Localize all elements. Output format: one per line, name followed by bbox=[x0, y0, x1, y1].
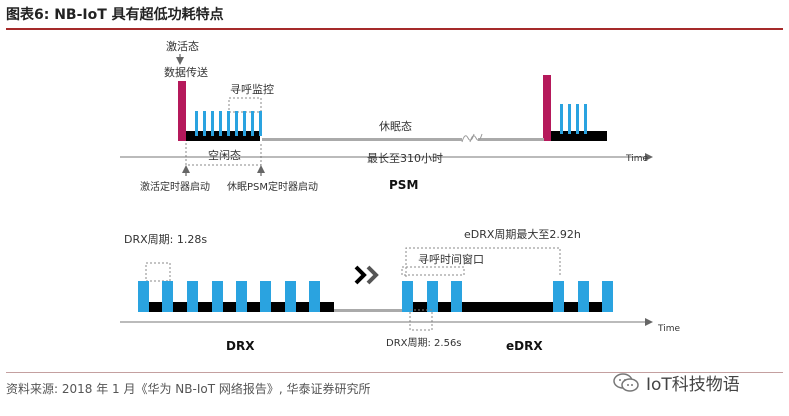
paging-window-box bbox=[401, 266, 465, 276]
drx-cycle-8 bbox=[309, 281, 320, 312]
psm-max-duration-label: 最长至310小时 bbox=[367, 152, 443, 165]
drx-cycle-3 bbox=[187, 281, 198, 312]
psm-pulse-5 bbox=[227, 111, 230, 136]
psm-time-label: Time bbox=[625, 154, 648, 164]
watermark: IoT科技物语 bbox=[612, 370, 740, 395]
edrx-cycle-4 bbox=[553, 281, 564, 312]
psm-pulse-1 bbox=[195, 111, 198, 136]
psm-pulse-8 bbox=[251, 111, 254, 136]
psm-active-bar-1 bbox=[178, 81, 186, 141]
watermark-text: IoT科技物语 bbox=[646, 375, 740, 395]
nbiot-power-diagram: 激活态 数据传送 寻呼监控 休眠态 空闲态 Time 最长至310小时 bbox=[120, 39, 680, 353]
drx-section-label: DRX bbox=[226, 339, 255, 353]
break-symbol bbox=[461, 133, 483, 143]
edrx-cycle-2 bbox=[427, 281, 438, 312]
psm2-pulse-3 bbox=[576, 104, 579, 134]
psm-sleep-line bbox=[262, 138, 462, 141]
psm-active-state-label: 激活态 bbox=[166, 39, 199, 53]
active-timer-start-label: 激活定时器启动 bbox=[140, 180, 210, 193]
edrx-black-bar bbox=[402, 302, 612, 312]
paging-monitor-box bbox=[228, 97, 262, 113]
psm-paging-monitor-label: 寻呼监控 bbox=[230, 82, 274, 96]
drx-cycle-1 bbox=[138, 281, 149, 312]
drx-cycle-6 bbox=[260, 281, 271, 312]
psm-pulse-9 bbox=[259, 111, 262, 136]
header-divider bbox=[6, 28, 783, 30]
psm-data-transfer-label: 数据传送 bbox=[164, 65, 208, 79]
drx-transition-line bbox=[334, 309, 402, 312]
edrx-cycles bbox=[402, 281, 613, 312]
drx-cycles bbox=[138, 281, 320, 312]
psm-idle-state-label: 空闲态 bbox=[208, 148, 241, 162]
edrx-cycle-6 bbox=[602, 281, 613, 312]
drx-cycle-5 bbox=[236, 281, 247, 312]
psm2-pulse-4 bbox=[584, 104, 587, 134]
edrx-drx-period-label: DRX周期: 2.56s bbox=[386, 337, 462, 349]
edrx-section-label: eDRX bbox=[506, 339, 543, 353]
edrx-drx-period-box bbox=[409, 309, 433, 331]
edrx-max-period-label: eDRX周期最大至2.92h bbox=[464, 227, 581, 241]
psm-sleep-line-2 bbox=[478, 138, 544, 141]
drx-cycle-4 bbox=[212, 281, 223, 312]
psm2-pulse-1 bbox=[560, 104, 563, 134]
transition-chevrons-icon bbox=[354, 265, 379, 285]
psm-timer-start-label: 休眠PSM定时器启动 bbox=[227, 180, 318, 193]
idle-bracket bbox=[185, 143, 262, 166]
drx-time-label: Time bbox=[657, 324, 680, 334]
psm-pulse-6 bbox=[235, 111, 238, 136]
wechat-icon bbox=[613, 372, 639, 392]
psm-idle-pulses bbox=[195, 111, 262, 136]
page-title: 图表6: NB-IoT 具有超低功耗特点 bbox=[6, 7, 224, 23]
drx-cycle-7 bbox=[285, 281, 296, 312]
edrx-cycle-5 bbox=[578, 281, 589, 312]
edrx-cycle-3 bbox=[451, 281, 462, 312]
psm-pulse-2 bbox=[203, 111, 206, 136]
psm2-pulse-2 bbox=[568, 104, 571, 134]
psm-active-bar-2 bbox=[543, 75, 551, 141]
drx-period-box bbox=[145, 262, 171, 282]
psm-idle-black-bar bbox=[186, 131, 260, 141]
source-note: 资料来源: 2018 年 1 月《华为 NB-IoT 网络报告》, 华泰证券研究… bbox=[6, 382, 371, 396]
drx-cycle-2 bbox=[162, 281, 173, 312]
edrx-period-bracket bbox=[405, 247, 561, 277]
psm-active2-pulses bbox=[560, 104, 587, 134]
psm-sleep-state-label: 休眠态 bbox=[379, 120, 412, 133]
psm-section-label: PSM bbox=[389, 178, 418, 192]
drx-period-label: DRX周期: 1.28s bbox=[124, 233, 207, 246]
psm-pulse-4 bbox=[219, 111, 222, 136]
edrx-paging-window-label: 寻呼时间窗口 bbox=[418, 252, 484, 266]
footer-divider bbox=[6, 372, 783, 373]
psm-pulse-3 bbox=[211, 111, 214, 136]
psm-active2-black-bar bbox=[551, 131, 607, 141]
psm-pulse-7 bbox=[243, 111, 246, 136]
edrx-cycle-1 bbox=[402, 281, 413, 312]
